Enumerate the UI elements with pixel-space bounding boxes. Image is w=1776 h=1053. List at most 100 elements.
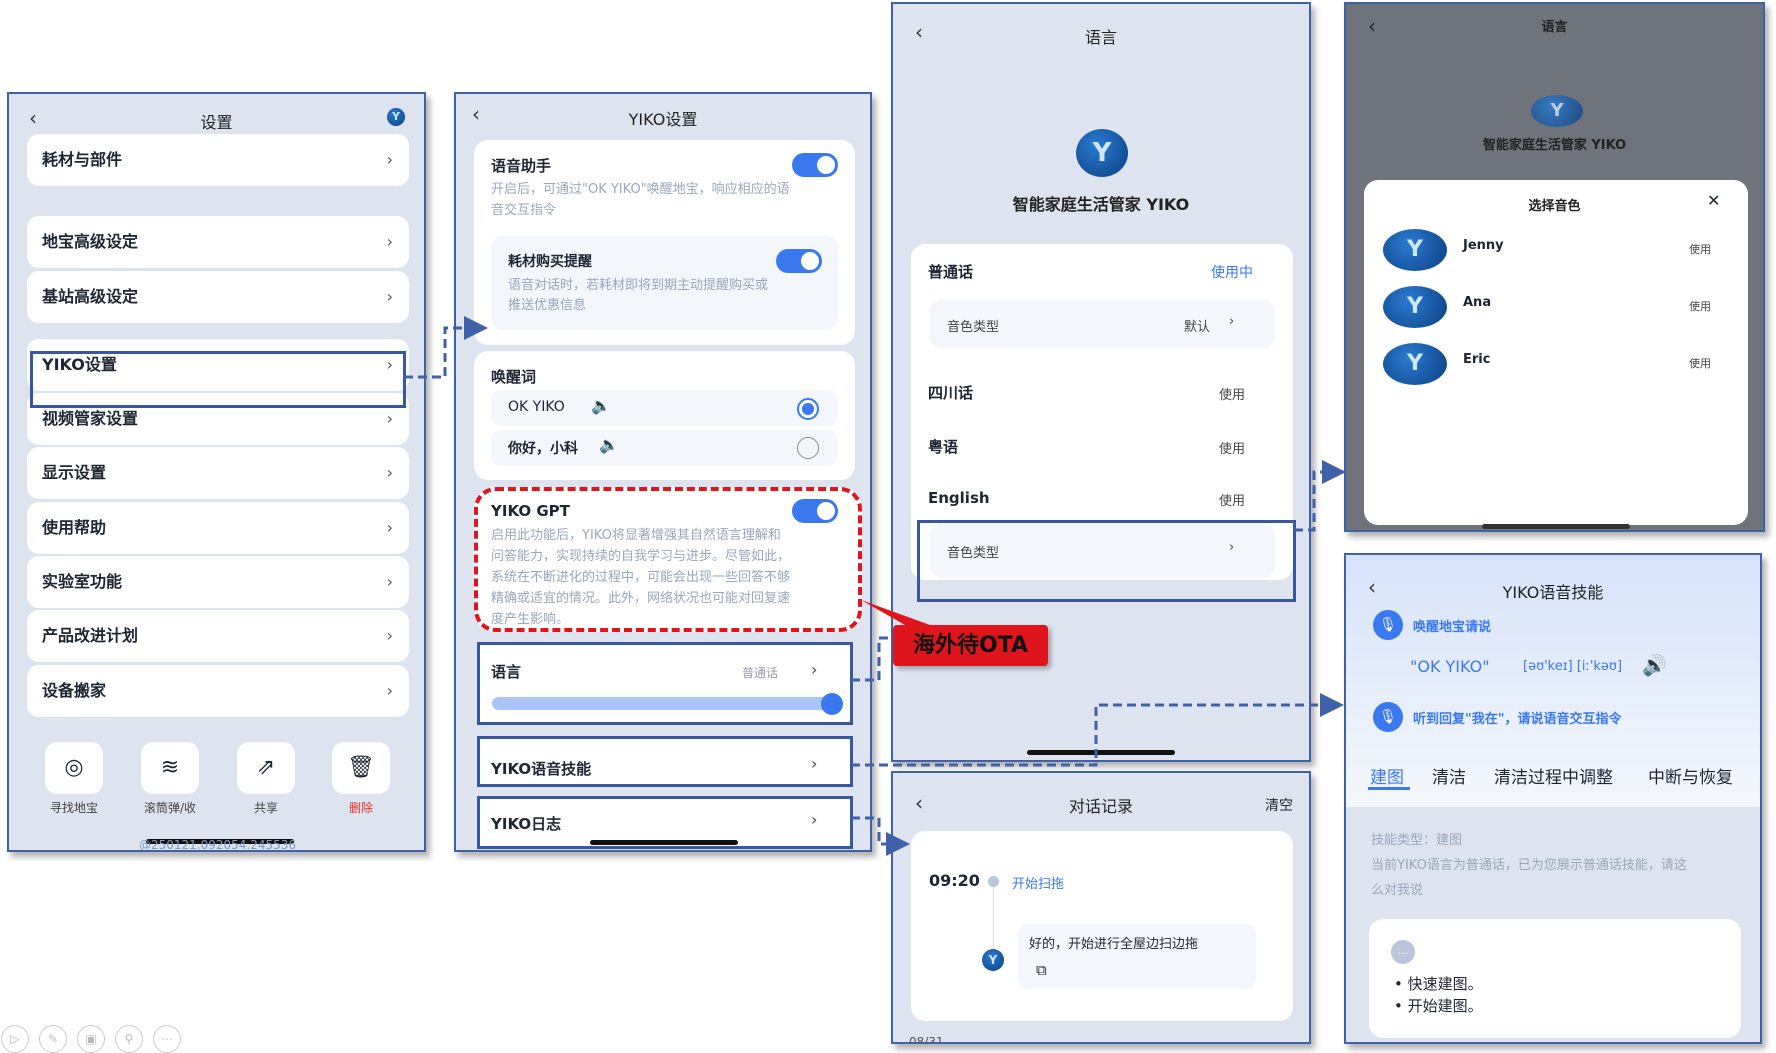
log-time: 09:20 xyxy=(929,871,980,890)
build-version: @250121.092054.245536 xyxy=(139,838,297,852)
gpt-desc: 度产生影响。 xyxy=(491,612,570,627)
zoom-icon[interactable]: ⚲ xyxy=(115,1025,143,1053)
radio-selected[interactable] xyxy=(797,398,819,420)
connector-log xyxy=(851,816,910,856)
menu-item-label: 使用帮助 xyxy=(42,518,107,537)
back-icon[interactable]: ‹ xyxy=(29,106,37,130)
menu-item-label: 基站高级设定 xyxy=(42,287,139,306)
page-title: YIKO设置 xyxy=(628,110,698,129)
voice-name: Ana xyxy=(1463,295,1492,310)
slides-icon[interactable]: ▣ xyxy=(77,1025,105,1053)
menu-item-label: 实验室功能 xyxy=(42,572,123,591)
use-button[interactable]: 使用 xyxy=(1219,442,1246,457)
tab-mapping[interactable]: 建图 xyxy=(1370,768,1404,788)
trash-icon[interactable]: 🗑 xyxy=(332,742,390,794)
locate-icon[interactable]: ◎ xyxy=(45,742,103,794)
brand-title: 智能家庭生活管家 YIKO xyxy=(1012,195,1190,214)
modal-title: 选择音色 xyxy=(1528,199,1581,214)
speaker-icon[interactable]: 🔈 xyxy=(599,435,619,454)
menu-item[interactable]: 地宝高级设定› xyxy=(27,216,409,268)
volume-slider-thumb[interactable] xyxy=(821,693,843,715)
menu-item[interactable]: 设备搬家› xyxy=(27,665,409,717)
wake-option-nihao[interactable] xyxy=(491,430,838,466)
chevron-right-icon: › xyxy=(386,626,393,645)
speaker-icon[interactable]: 🔈 xyxy=(591,396,611,415)
play-icon[interactable]: ▷ xyxy=(1,1025,29,1053)
voice-avatar: Y xyxy=(1383,286,1447,328)
pen-icon[interactable]: ✎ xyxy=(39,1025,67,1053)
voice-name: Jenny xyxy=(1463,238,1504,253)
log-command: 开始扫拖 xyxy=(1012,877,1065,892)
chevron-right-icon: › xyxy=(386,232,393,251)
voice-type-row[interactable] xyxy=(930,299,1275,349)
back-icon[interactable]: ‹ xyxy=(472,102,480,126)
yiko-log-label: YIKO日志 xyxy=(491,815,562,833)
back-icon[interactable]: ‹ xyxy=(915,791,923,815)
reply-bubble xyxy=(1018,924,1256,989)
voice-skills-screen: ‹ YIKO语音技能 🎙 唤醒地宝请说 "OK YIKO" [əʊ'keɪ] [… xyxy=(1344,553,1762,1044)
voice-skills-row[interactable] xyxy=(477,736,853,787)
more-icon[interactable]: ⋯ xyxy=(153,1025,181,1053)
share-button[interactable]: 共享 xyxy=(253,801,278,815)
roller-button[interactable]: 滚筒弹/收 xyxy=(143,801,197,815)
assistant-desc: 开启后，可通过"OK YIKO"唤醒地宝，响应相应的语 xyxy=(491,182,790,197)
menu-item[interactable]: YIKO设置› xyxy=(27,339,409,391)
voice-assistant-label: 语音助手 xyxy=(491,157,552,175)
tab-underline xyxy=(1368,787,1410,790)
language-sichuan[interactable]: 四川话 xyxy=(928,384,974,402)
wake-word-label: OK YIKO xyxy=(508,399,565,415)
language-mandarin[interactable]: 普通话 xyxy=(928,263,974,281)
menu-item[interactable]: 使用帮助› xyxy=(27,502,409,554)
menu-item[interactable]: 产品改进计划› xyxy=(27,610,409,662)
back-icon[interactable]: ‹ xyxy=(1368,14,1376,38)
back-icon[interactable]: ‹ xyxy=(915,20,923,44)
use-button[interactable]: 使用 xyxy=(1689,357,1711,370)
mic-icon: 🎙 xyxy=(1373,702,1403,732)
purchase-reminder-label: 耗材购买提醒 xyxy=(508,254,592,270)
log-reply: 好的，开始进行全屋边扫边拖 xyxy=(1029,937,1199,952)
use-button[interactable]: 使用 xyxy=(1689,243,1711,256)
use-button[interactable]: 使用 xyxy=(1219,494,1246,509)
menu-item[interactable]: 视频管家设置› xyxy=(27,393,409,445)
purchase-reminder-toggle[interactable] xyxy=(776,249,822,273)
find-robot-button[interactable]: 寻找地宝 xyxy=(49,801,98,815)
volume-slider[interactable] xyxy=(492,697,837,710)
voice-type-row[interactable] xyxy=(930,523,1275,578)
chat-bubble-icon: … xyxy=(1391,940,1415,964)
language-label: 语言 xyxy=(491,663,522,681)
tab-cleaning[interactable]: 清洁 xyxy=(1432,768,1466,788)
home-indicator xyxy=(590,840,738,845)
speaker-icon[interactable]: 🔊 xyxy=(1642,653,1667,677)
menu-item[interactable]: 耗材与部件› xyxy=(27,134,409,186)
chevron-right-icon: › xyxy=(811,754,818,773)
chevron-right-icon: › xyxy=(386,287,393,306)
clear-button[interactable]: 清空 xyxy=(1265,798,1293,814)
language-cantonese[interactable]: 粤语 xyxy=(928,438,959,456)
skill-desc: 当前YIKO语言为普通话，已为您展示普通话技能，请这 xyxy=(1371,858,1687,873)
language-row[interactable] xyxy=(477,642,853,725)
language-value: 普通话 xyxy=(742,666,779,680)
menu-item[interactable]: 实验室功能› xyxy=(27,556,409,608)
use-button[interactable]: 使用 xyxy=(1219,388,1246,403)
delete-button[interactable]: 删除 xyxy=(348,801,373,815)
menu-item-label: 视频管家设置 xyxy=(42,409,139,428)
roller-icon[interactable]: ≋ xyxy=(141,742,199,794)
voice-assistant-toggle[interactable] xyxy=(792,153,838,177)
use-button[interactable]: 使用 xyxy=(1689,300,1711,313)
in-use-badge: 使用中 xyxy=(1211,265,1253,281)
back-icon[interactable]: ‹ xyxy=(1368,575,1376,599)
menu-item[interactable]: 基站高级设定 › xyxy=(27,271,409,323)
close-icon[interactable]: ✕ xyxy=(1707,191,1721,210)
share-icon[interactable]: ⇗ xyxy=(237,742,295,794)
tab-adjust[interactable]: 清洁过程中调整 xyxy=(1494,768,1613,788)
radio-unselected[interactable] xyxy=(797,437,819,459)
tab-interrupt[interactable]: 中断与恢复 xyxy=(1648,768,1733,788)
wake-option-ok-yiko[interactable] xyxy=(491,390,838,426)
yiko-gpt-toggle[interactable] xyxy=(792,499,838,523)
menu-item[interactable]: 显示设置› xyxy=(27,447,409,499)
language-english[interactable]: English xyxy=(928,489,990,507)
copy-icon[interactable]: ⧉ xyxy=(1036,961,1047,979)
ota-pointer xyxy=(861,600,930,625)
